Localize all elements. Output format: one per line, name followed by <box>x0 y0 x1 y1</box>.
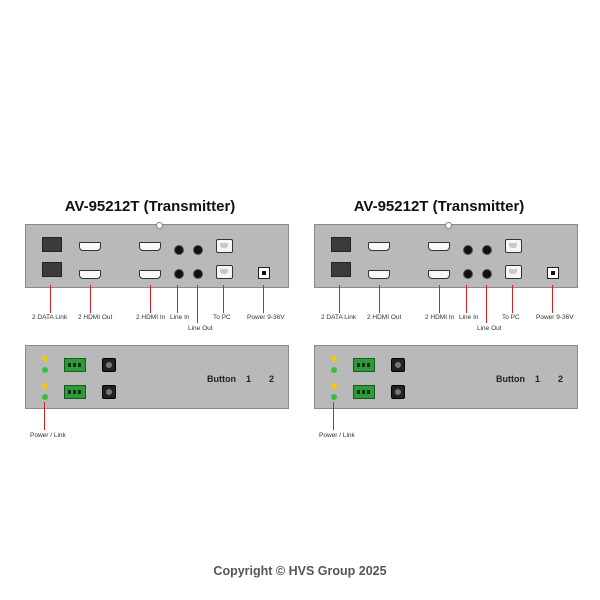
callout-line <box>90 285 91 313</box>
terminal-block-icon <box>353 358 375 372</box>
led-green-icon <box>331 394 337 400</box>
terminal-block-icon <box>64 385 86 399</box>
dc-power-jack-icon <box>547 267 559 279</box>
audio-jack-icon <box>174 245 184 255</box>
label-power: Power 9-36V <box>536 314 574 321</box>
push-button-icon <box>391 385 405 399</box>
hdmi-in-port-icon <box>428 242 450 251</box>
callout-line <box>439 285 440 313</box>
hdmi-out-port-icon <box>368 270 390 279</box>
audio-jack-icon <box>482 269 492 279</box>
front-panel <box>314 222 578 288</box>
copyright-footer: Copyright © HVS Group 2025 <box>213 564 387 578</box>
callout-line <box>50 285 51 313</box>
push-button-icon <box>102 385 116 399</box>
diagram-right: AV-95212T (Transmitter) 2 DATA Link 2 HD… <box>289 0 589 600</box>
hdmi-out-port-icon <box>79 242 101 251</box>
callout-line <box>466 285 467 313</box>
callout-line <box>177 285 178 313</box>
terminal-block-icon <box>64 358 86 372</box>
audio-jack-icon <box>193 269 203 279</box>
rj45-port-icon <box>331 262 351 277</box>
audio-jack-icon <box>463 245 473 255</box>
label-line-in: Line In <box>170 314 190 321</box>
button-number-1: 1 <box>535 374 541 384</box>
audio-jack-icon <box>482 245 492 255</box>
diagram-left: AV-95212T (Transmitter) 2 DATA Link 2 HD… <box>25 198 289 439</box>
led-green-icon <box>331 367 337 373</box>
callout-line <box>339 285 340 313</box>
label-line-out: Line Out <box>477 325 502 332</box>
led-green-icon <box>42 394 48 400</box>
terminal-block-icon <box>353 385 375 399</box>
panel-notch <box>156 222 163 229</box>
dc-power-jack-icon <box>258 267 270 279</box>
callout-line <box>512 285 513 313</box>
button-label: Button <box>496 374 525 384</box>
led-green-icon <box>42 367 48 373</box>
panel-notch <box>445 222 452 229</box>
callout-line <box>333 402 334 430</box>
hdmi-in-port-icon <box>428 270 450 279</box>
usb-b-port-icon <box>505 265 522 279</box>
label-hdmi-in: 2 HDMI In <box>425 314 455 321</box>
led-yellow-icon <box>331 356 337 362</box>
label-data-link: 2 DATA Link <box>321 314 357 321</box>
callout-line <box>486 285 487 323</box>
label-power-link: Power / Link <box>30 432 66 439</box>
led-yellow-icon <box>331 383 337 389</box>
hdmi-out-port-icon <box>79 270 101 279</box>
label-hdmi-out: 2 HDMI Out <box>367 314 402 321</box>
push-button-icon <box>391 358 405 372</box>
audio-jack-icon <box>463 269 473 279</box>
usb-b-port-icon <box>505 239 522 253</box>
audio-jack-icon <box>174 269 184 279</box>
hdmi-out-port-icon <box>368 242 390 251</box>
push-button-icon <box>102 358 116 372</box>
callout-line <box>223 285 224 313</box>
front-panel <box>25 222 289 288</box>
label-line-out: Line Out <box>188 325 213 332</box>
audio-jack-icon <box>193 245 203 255</box>
usb-b-port-icon <box>216 265 233 279</box>
button-number-2: 2 <box>558 374 564 384</box>
label-to-pc: To PC <box>502 314 520 321</box>
label-to-pc: To PC <box>213 314 231 321</box>
label-power: Power 9-36V <box>247 314 285 321</box>
label-data-link: 2 DATA Link <box>32 314 68 321</box>
callout-line <box>379 285 380 313</box>
callout-line <box>552 285 553 313</box>
hdmi-in-port-icon <box>139 242 161 251</box>
callout-line <box>44 402 45 430</box>
callout-line <box>263 285 264 313</box>
back-panel: Button 1 2 <box>25 345 289 409</box>
button-label: Button <box>207 374 236 384</box>
label-hdmi-in: 2 HDMI In <box>136 314 166 321</box>
label-hdmi-out: 2 HDMI Out <box>78 314 113 321</box>
callout-line <box>150 285 151 313</box>
rj45-port-icon <box>331 237 351 252</box>
device-title: AV-95212T (Transmitter) <box>64 198 236 215</box>
rj45-port-icon <box>42 262 62 277</box>
label-power-link: Power / Link <box>319 432 355 439</box>
led-yellow-icon <box>42 383 48 389</box>
callout-line <box>197 285 198 323</box>
led-yellow-icon <box>42 356 48 362</box>
usb-b-port-icon <box>216 239 233 253</box>
rj45-port-icon <box>42 237 62 252</box>
back-panel: Button 1 2 <box>314 345 578 409</box>
button-number-2: 2 <box>269 374 275 384</box>
device-title: AV-95212T (Transmitter) <box>353 198 525 215</box>
label-line-in: Line In <box>459 314 479 321</box>
hdmi-in-port-icon <box>139 270 161 279</box>
button-number-1: 1 <box>246 374 252 384</box>
